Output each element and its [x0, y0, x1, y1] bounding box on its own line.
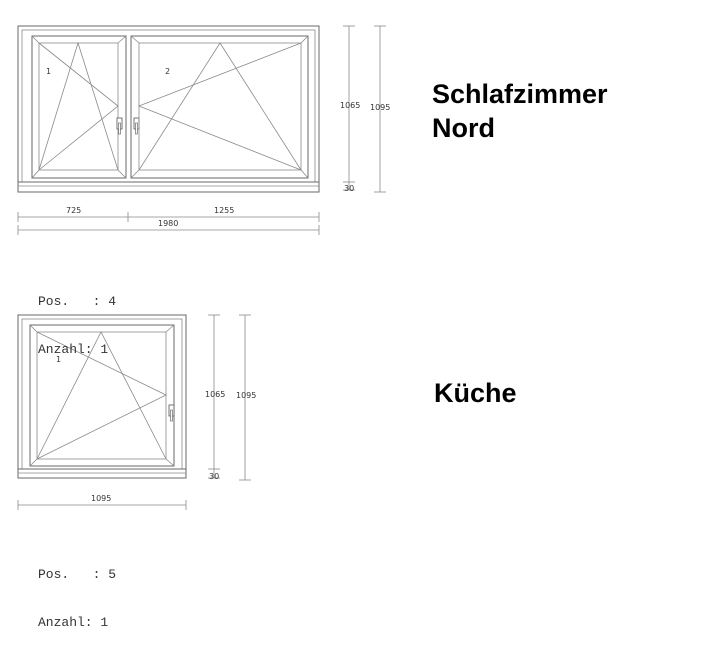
height-dimension-inner: 1065 30: [205, 314, 225, 481]
handle-icon: [168, 404, 175, 422]
window-drawing: 1 2 1065 30: [17, 25, 390, 510]
count-label: Anzahl: 1: [38, 615, 109, 630]
position-label: Pos. : 4: [38, 294, 117, 309]
turn-line: [137, 42, 302, 171]
tilt-line: [36, 331, 167, 460]
dim-width-label: 1095: [91, 494, 111, 503]
handle-icon: [116, 117, 123, 135]
turn-line: [38, 42, 119, 171]
glass-right: [138, 42, 302, 171]
heading-line: Nord: [432, 113, 495, 143]
sash-left: [31, 35, 127, 179]
window-2: 1 1065 30 1095 1095: [17, 314, 256, 510]
width-dimension: 1095: [17, 494, 187, 510]
room-heading-kitchen: Küche: [434, 378, 517, 408]
height-dimension-total: 1095: [236, 314, 256, 481]
dim-height-total-label: 1095: [236, 391, 256, 400]
position-label: Pos. : 5: [38, 567, 117, 582]
sash-right: [130, 35, 309, 179]
outer-frame: [17, 314, 187, 479]
dim-height-inner-label: 1065: [205, 390, 225, 399]
height-dimension-total: 1095: [370, 25, 390, 193]
tilt-line: [38, 41, 119, 171]
dim-left-label: 725: [66, 206, 81, 215]
pane-label-1: 1: [46, 67, 51, 76]
glass-left: [38, 42, 119, 171]
dim-sill-label: 30: [209, 472, 219, 481]
heading-line: Schlafzimmer: [432, 79, 608, 109]
dim-height-total-label: 1095: [370, 103, 390, 112]
turn-line: [36, 331, 167, 460]
dim-height-inner-label: 1065: [340, 101, 360, 110]
position-info-2: Pos. : 5 Anzahl: 1: [38, 535, 116, 647]
position-info-1: Pos. : 4 Anzahl: 1: [38, 262, 116, 374]
glass: [36, 331, 167, 460]
sash: [29, 324, 175, 467]
height-dimension-inner: 1065 30: [340, 25, 360, 193]
window-1: 1 2 1065 30: [17, 25, 390, 235]
width-dimension: 725 1255 1980: [17, 206, 320, 235]
handle-icon: [133, 117, 140, 135]
tilt-line: [138, 42, 302, 171]
pane-label-1: 1: [56, 355, 61, 364]
count-label: Anzahl: 1: [38, 342, 109, 357]
room-heading-bedroom: Schlafzimmer Nord: [432, 77, 608, 145]
dim-total-label: 1980: [158, 219, 178, 228]
dim-right-label: 1255: [214, 206, 234, 215]
outer-frame: [17, 25, 320, 193]
dim-sill-label: 30: [344, 184, 354, 193]
pane-label-2: 2: [165, 67, 170, 76]
inner-frame: [21, 29, 316, 183]
